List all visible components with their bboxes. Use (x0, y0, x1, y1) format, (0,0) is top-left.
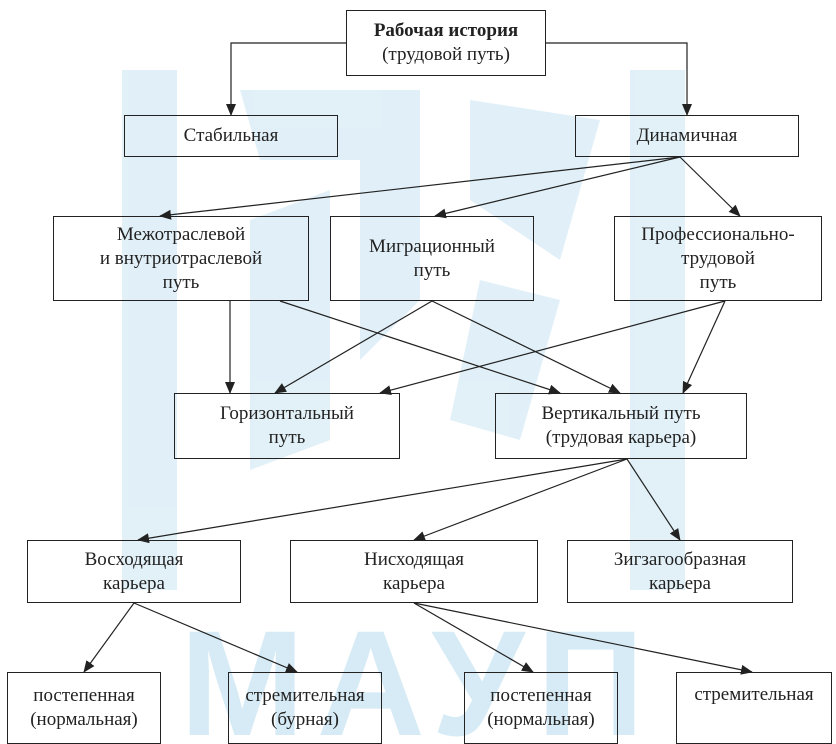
node-label: путь (699, 271, 737, 293)
node-label: Нисходящая (363, 548, 464, 570)
node-horizontal-path: Горизонтальный путь (174, 393, 400, 459)
node-label: (нормальная) (30, 709, 138, 730)
node-label: Рабочая история (373, 20, 519, 41)
node-ascending-gradual: постепенная (нормальная) (7, 672, 161, 744)
edge-asc-gradual1 (83, 602, 135, 673)
edge-vert-asc (137, 458, 628, 544)
edge-dynamic-inter (159, 156, 681, 220)
node-label: путь (268, 427, 306, 448)
node-label: Горизонтальный (220, 403, 354, 424)
node-label: карьера (103, 572, 165, 594)
edge-dynamic-prof (679, 156, 741, 217)
node-descending-career: Нисходящая карьера (290, 540, 538, 603)
edge-migr-vert (431, 300, 621, 394)
node-label: постепенная (33, 685, 135, 706)
edge-vert-zig (626, 458, 681, 541)
edge-dynamic-migr (434, 156, 681, 219)
node-label: Динамичная (636, 125, 738, 146)
node-label: стремительная (694, 684, 814, 705)
node-descending-gradual: постепенная (нормальная) (464, 672, 618, 744)
node-vertical-path: Вертикальный путь (трудовая карьера) (495, 393, 747, 459)
node-label: Зигзагообразная (613, 548, 747, 570)
node-professional-labor: Профессионально- трудовой путь (614, 216, 822, 301)
node-label: путь (162, 271, 200, 293)
edge-root-stable (226, 42, 346, 116)
edge-root-dynamic (546, 42, 692, 116)
node-label: трудовой (681, 247, 755, 269)
node-label: (трудовой путь) (382, 44, 510, 65)
node-label: Стабильная (183, 125, 279, 146)
node-label: карьера (383, 572, 445, 594)
edge-prof-vert (682, 300, 726, 394)
node-inter-intra-sector: Межотраслевой и внутриотраслевой путь (53, 216, 309, 301)
node-label: карьера (649, 572, 711, 594)
edge-vert-desc (413, 458, 628, 541)
node-migration: Миграционный путь (330, 216, 534, 301)
node-label: Профессионально- (641, 223, 795, 245)
node-dynamic: Динамичная (575, 115, 799, 157)
node-label: (бурная) (271, 709, 339, 730)
node-descending-rapid: стремительная (676, 672, 832, 744)
node-label: (трудовая карьера) (545, 427, 697, 448)
edge-desc-gradual2 (413, 602, 534, 673)
edge-desc-rapid2 (413, 602, 753, 675)
node-zigzag-career: Зигзагообразная карьера (567, 540, 793, 603)
node-ascending-career: Восходящая карьера (27, 540, 241, 603)
node-stable: Стабильная (124, 115, 338, 157)
node-label: стремительная (245, 685, 365, 706)
node-work-history: Рабочая история (трудовой путь) (346, 10, 546, 76)
node-label: Миграционный (369, 235, 495, 257)
node-label: Вертикальный путь (541, 403, 701, 424)
node-label: (нормальная) (487, 709, 595, 730)
edge-prof-horiz (379, 300, 726, 395)
edge-inter-vert (279, 300, 561, 395)
node-label: Восходящая (84, 548, 184, 570)
node-label: Межотраслевой (116, 223, 246, 245)
edge-asc-rapid1 (133, 602, 298, 673)
node-ascending-rapid: стремительная (бурная) (228, 672, 382, 744)
edge-migr-horiz (274, 300, 433, 394)
node-label: постепенная (490, 685, 592, 706)
node-label: и внутриотраслевой (99, 247, 263, 269)
node-label: путь (413, 259, 451, 281)
